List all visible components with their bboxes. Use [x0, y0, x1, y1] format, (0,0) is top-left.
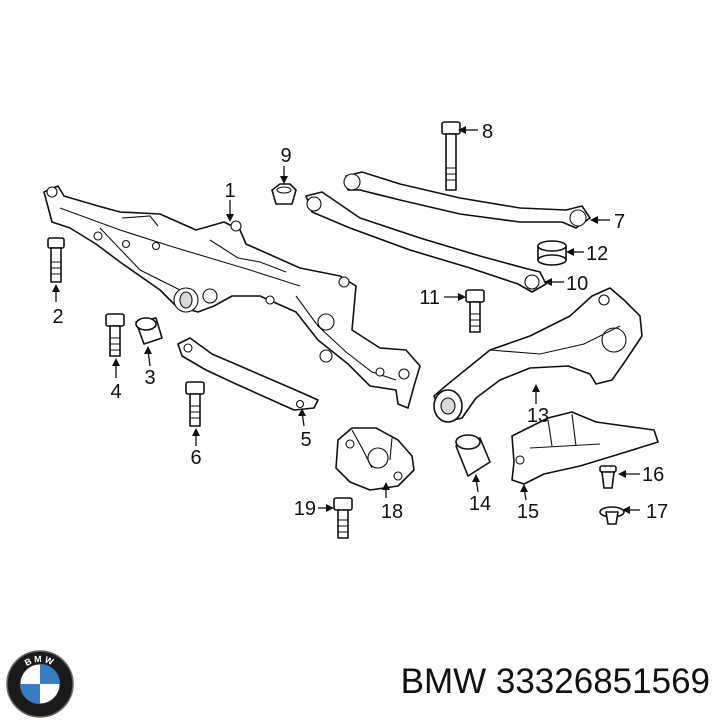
- part-ring-12: [537, 240, 567, 266]
- callout-14: 14: [469, 493, 491, 515]
- callout-15: 15: [517, 501, 539, 523]
- part-bushing-3: [135, 317, 163, 345]
- part-bolt-2: [47, 237, 65, 283]
- part-clip-16: [599, 465, 617, 489]
- part-bolt-11: [465, 289, 485, 333]
- part-bolt-4: [105, 313, 125, 357]
- part-subframe: [43, 185, 421, 409]
- callout-4: 4: [110, 381, 121, 403]
- leader-lines: [52, 126, 640, 514]
- part-trailing-arm-13: [433, 287, 643, 423]
- part-nut-17: [599, 506, 625, 525]
- part-control-arm-10: [305, 191, 547, 293]
- part-bracket-5: [177, 337, 319, 411]
- part-number: 33326851569: [495, 662, 710, 701]
- callout-18: 18: [381, 501, 403, 523]
- bmw-logo-icon: BMW: [6, 650, 74, 718]
- part-number-label: BMW 33326851569: [401, 662, 710, 702]
- callout-2: 2: [52, 306, 63, 328]
- callout-5: 5: [300, 429, 311, 451]
- callout-12: 12: [586, 243, 608, 265]
- callout-19: 19: [294, 498, 316, 520]
- part-nut-9: [271, 183, 297, 205]
- part-plate-15: [511, 411, 659, 485]
- callout-13: 13: [527, 405, 549, 427]
- part-mount-18: [335, 427, 415, 491]
- part-bolt-19: [333, 497, 353, 539]
- part-bushing-14: [455, 434, 491, 477]
- callout-3: 3: [144, 367, 155, 389]
- callout-17: 17: [646, 501, 668, 523]
- part-bolt-6: [185, 381, 205, 427]
- part-bolt-8: [441, 121, 461, 191]
- callout-numbers: 1 2 3 4 5 6 7 8 9 10 11 12 13 14 15 16 1…: [52, 121, 668, 523]
- callout-10: 10: [566, 273, 588, 295]
- callout-16: 16: [642, 464, 664, 486]
- callout-7: 7: [614, 211, 625, 233]
- callout-8: 8: [482, 121, 493, 143]
- part-control-arm-7: [343, 171, 591, 229]
- callout-1: 1: [224, 180, 235, 202]
- callout-6: 6: [190, 447, 201, 469]
- callout-9: 9: [280, 145, 291, 167]
- svg-text:BMW: BMW: [23, 654, 57, 668]
- callout-11: 11: [419, 287, 440, 309]
- brand-name: BMW: [400, 662, 487, 701]
